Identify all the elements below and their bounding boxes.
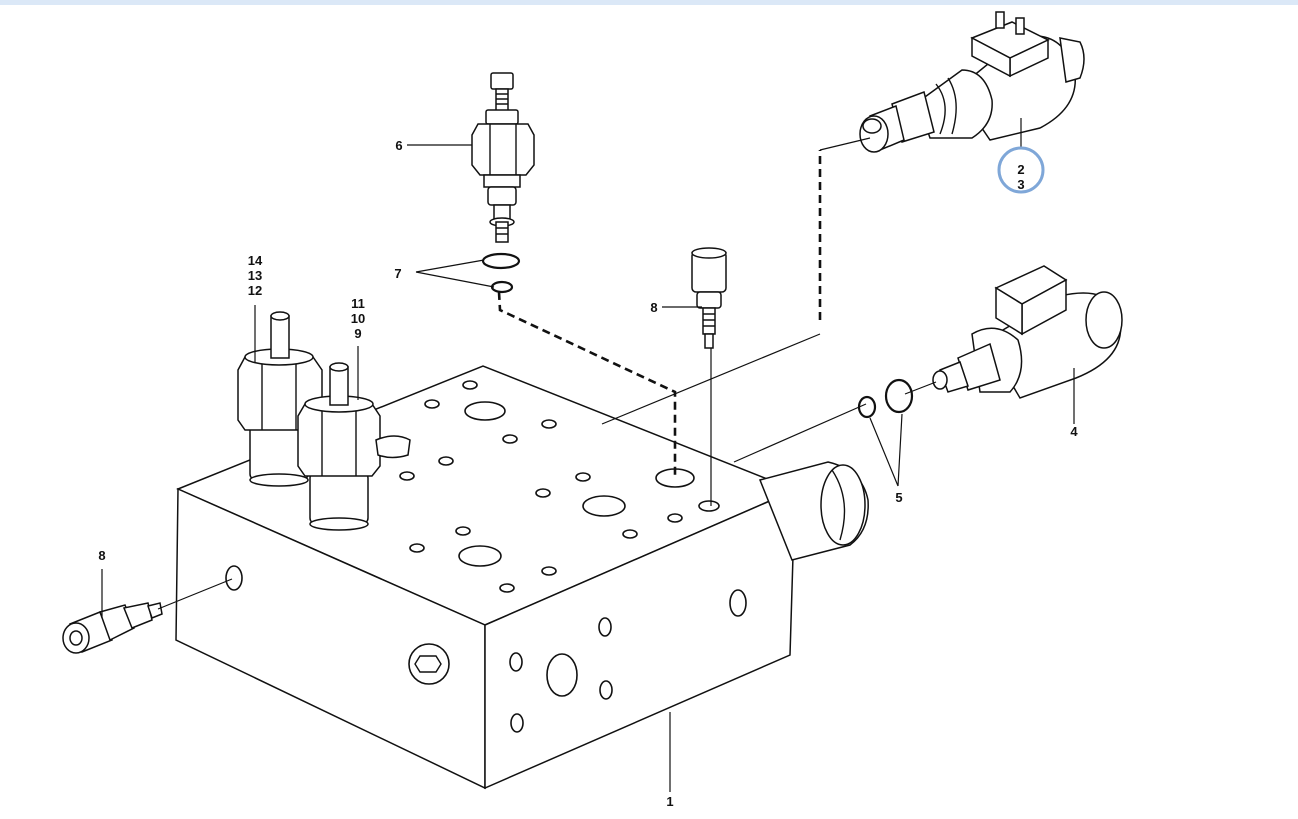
solenoid-valve-4[interactable] (932, 265, 1123, 399)
callout-leaders (101, 118, 1075, 792)
top-band (0, 0, 1298, 5)
highlight-circle (997, 146, 1045, 194)
callout-6: 6 (395, 138, 403, 153)
solenoid-valve-2-3[interactable] (859, 11, 1085, 153)
callout-2-3: 2 3 (1017, 162, 1025, 192)
callout-9-11: 11 10 9 (350, 296, 366, 341)
plug-8-left[interactable] (62, 602, 163, 654)
plug-8-top[interactable] (691, 247, 727, 349)
o-rings-5[interactable] (857, 378, 914, 419)
callout-1: 1 (666, 794, 674, 809)
callout-12-14: 14 13 12 (247, 253, 263, 298)
callout-5: 5 (895, 490, 903, 505)
cartridge-valve-9-11[interactable] (297, 362, 411, 531)
callout-7: 7 (394, 266, 402, 281)
callout-8-top: 8 (650, 300, 658, 315)
callout-4: 4 (1070, 424, 1078, 439)
relief-valve-6[interactable] (471, 72, 535, 243)
callout-8-left: 8 (98, 548, 106, 563)
assembly-lines (157, 137, 937, 610)
